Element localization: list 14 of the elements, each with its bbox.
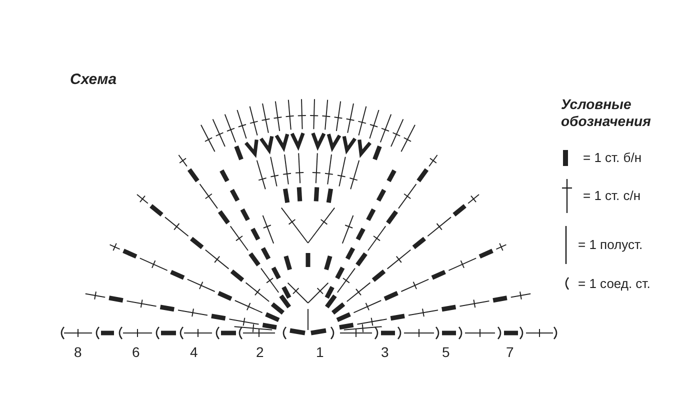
legend-text: = 1 полуст.: [578, 237, 643, 253]
row-number: 2: [256, 344, 264, 360]
diagram-title: Схема: [70, 71, 117, 89]
row-number: 5: [442, 344, 450, 360]
legend-text: = 1 ст. с/н: [583, 188, 641, 204]
row-number: 1: [316, 344, 324, 360]
legend-title: Условные обозначения: [561, 96, 652, 130]
legend-text: = 1 ст. б/н: [583, 150, 642, 166]
row-number: 8: [74, 344, 82, 360]
row-number: 7: [506, 344, 514, 360]
row-number: 6: [132, 344, 140, 360]
row-number: 4: [190, 344, 198, 360]
legend-text: = 1 соед. ст.: [578, 276, 650, 292]
row-number: 3: [381, 344, 389, 360]
